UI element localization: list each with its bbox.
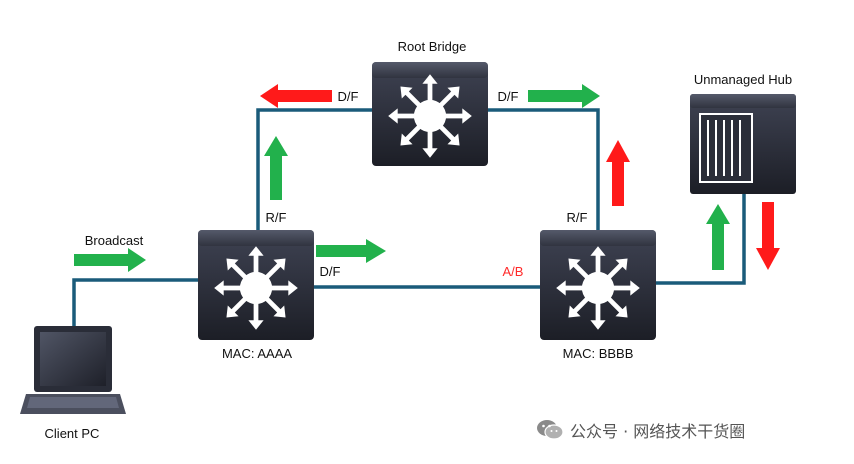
switch-b-device[interactable] <box>540 230 656 340</box>
laptop-icon <box>20 326 126 414</box>
unmanaged-hub-device[interactable] <box>690 94 796 194</box>
switch-a-label: MAC: AAAA <box>222 346 292 361</box>
client-pc-label: Client PC <box>45 426 100 441</box>
arrow-green-up-switch-a <box>264 136 288 200</box>
arrow-red-left-root <box>260 84 332 108</box>
link-switch-b-to-hub <box>656 190 746 285</box>
arrow-green-up-hub <box>706 204 730 270</box>
links <box>72 108 746 326</box>
watermark: 公众号 · 网络技术干货圈 <box>536 416 745 444</box>
watermark-text: 公众号 · 网络技术干货圈 <box>570 422 746 441</box>
port-label-switch-a-up: R/F <box>266 210 287 225</box>
port-label-switch-a-right: D/F <box>320 264 341 279</box>
arrow-red-down-hub <box>756 202 780 270</box>
broadcast-label: Broadcast <box>85 233 144 248</box>
arrow-red-up-switch-b <box>606 140 630 206</box>
root-bridge-label: Root Bridge <box>398 39 467 54</box>
arrow-green-right-switch-a <box>316 239 386 263</box>
client-pc-device[interactable] <box>20 326 126 414</box>
port-label-switch-b-up: R/F <box>567 210 588 225</box>
hub-icon <box>699 113 753 183</box>
switch-a-device[interactable] <box>198 230 314 340</box>
arrow-green-right-broadcast <box>74 248 146 272</box>
port-label-root-left: D/F <box>338 89 359 104</box>
hub-label: Unmanaged Hub <box>694 72 792 87</box>
arrow-green-right-root <box>528 84 600 108</box>
multilayer-switch-icon <box>214 246 298 330</box>
multilayer-switch-icon <box>556 246 640 330</box>
port-label-root-right: D/F <box>498 89 519 104</box>
switch-b-label: MAC: BBBB <box>563 346 634 361</box>
port-label-switch-b-left: A/B <box>503 264 524 279</box>
multilayer-switch-icon <box>388 74 472 158</box>
wechat-icon <box>537 420 564 440</box>
link-client-to-switch-a <box>72 278 198 326</box>
traffic-arrows <box>74 84 780 272</box>
link-root-to-switch-a <box>256 108 372 232</box>
root-bridge-device[interactable] <box>372 62 488 166</box>
link-root-to-switch-b <box>488 108 600 232</box>
